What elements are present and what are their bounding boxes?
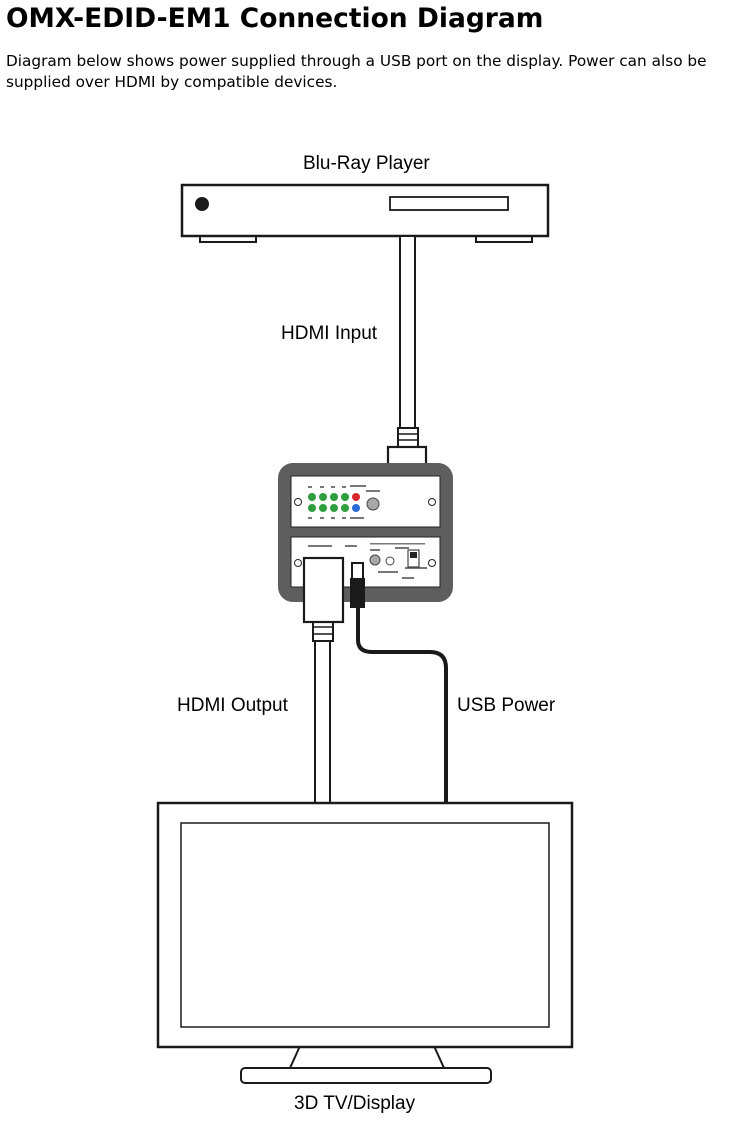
hdmi-input-strain-relief — [397, 427, 419, 449]
tv-display-label: 3D TV/Display — [294, 1093, 416, 1114]
usb-power-cable — [350, 562, 448, 803]
edid-blue-led — [352, 504, 360, 512]
emulator-reset-button — [385, 556, 395, 566]
emulator-mode-button — [369, 554, 381, 566]
emulator-top-panel — [290, 475, 441, 528]
hdmi-output-cable — [302, 556, 345, 804]
edid-red-led — [352, 493, 360, 501]
edid-select-button — [366, 497, 380, 511]
hdmi-input-cable — [386, 235, 428, 489]
hdmi-input-label: HDMI Input — [281, 323, 378, 344]
edid-indicator-leds — [308, 493, 349, 512]
page-title: OMX-EDID-EM1 Connection Diagram — [6, 3, 544, 34]
tv-stand-base — [240, 1067, 492, 1084]
hdmi-output-label: HDMI Output — [177, 695, 288, 716]
hdmi-output-plug — [302, 556, 345, 624]
tv-display-device — [156, 801, 574, 1084]
blu-ray-player-device — [180, 183, 550, 243]
usb-plug-body — [350, 578, 365, 608]
page-description: Diagram below shows power supplied throu… — [6, 52, 707, 91]
hdmi-output-cable-line — [314, 639, 331, 804]
blu-ray-power-button — [195, 197, 209, 211]
hdmi-output-strain-relief — [312, 619, 334, 642]
blu-ray-player-label: Blu-Ray Player — [303, 153, 430, 174]
tv-stand-neck — [288, 1045, 446, 1069]
usb-plug-tip — [351, 562, 364, 580]
emulator-dip-switch — [407, 549, 420, 568]
tv-screen — [180, 822, 550, 1028]
blu-ray-disc-tray — [389, 196, 509, 211]
usb-power-label: USB Power — [457, 695, 556, 716]
hdmi-input-cable-line — [399, 235, 416, 431]
